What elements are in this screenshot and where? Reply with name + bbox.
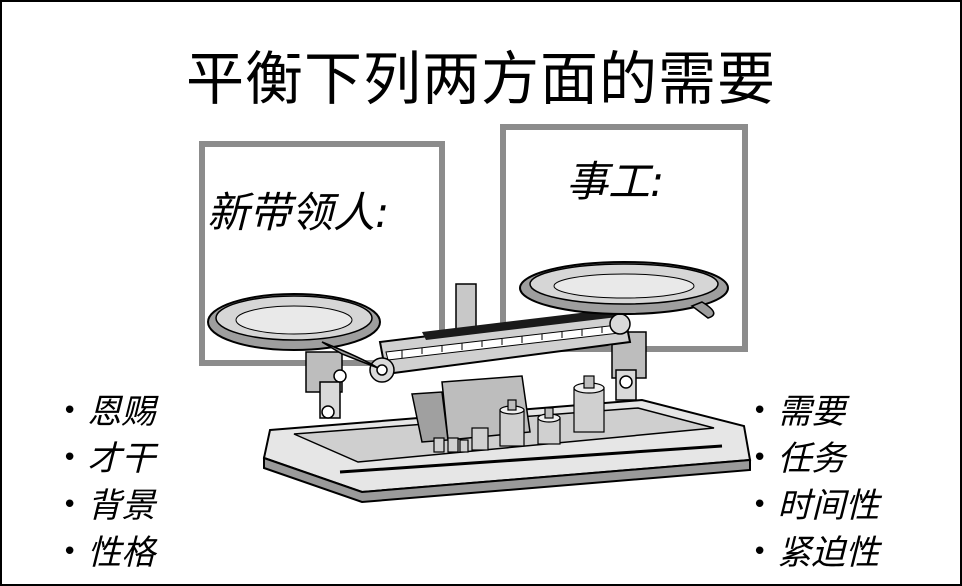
right-panel-label: 事工: — [566, 157, 665, 206]
left-bullet-item: •恩赐 — [62, 392, 156, 432]
left-bullet-item: •才干 — [62, 439, 156, 479]
right-bullet-item: •任务 — [752, 439, 846, 479]
left-bullet-item: •性格 — [62, 533, 156, 573]
right-bullet-item: •紧迫性 — [752, 533, 880, 573]
left-panel: 新带领人: — [199, 141, 445, 366]
right-panel: 事工: — [500, 124, 748, 352]
left-panel-label: 新带领人: — [207, 188, 390, 237]
slide-title: 平衡下列两方面的需要 — [185, 45, 776, 113]
left-bullet-item: •背景 — [62, 486, 156, 526]
right-bullet-item: •时间性 — [752, 486, 880, 526]
left-bullet-list: •恩赐 •才干 •背景 •性格 — [62, 388, 155, 576]
right-bullet-item: •需要 — [752, 392, 846, 432]
right-bullet-list: •需要 •任务 •时间性 •紧迫性 — [752, 388, 879, 576]
